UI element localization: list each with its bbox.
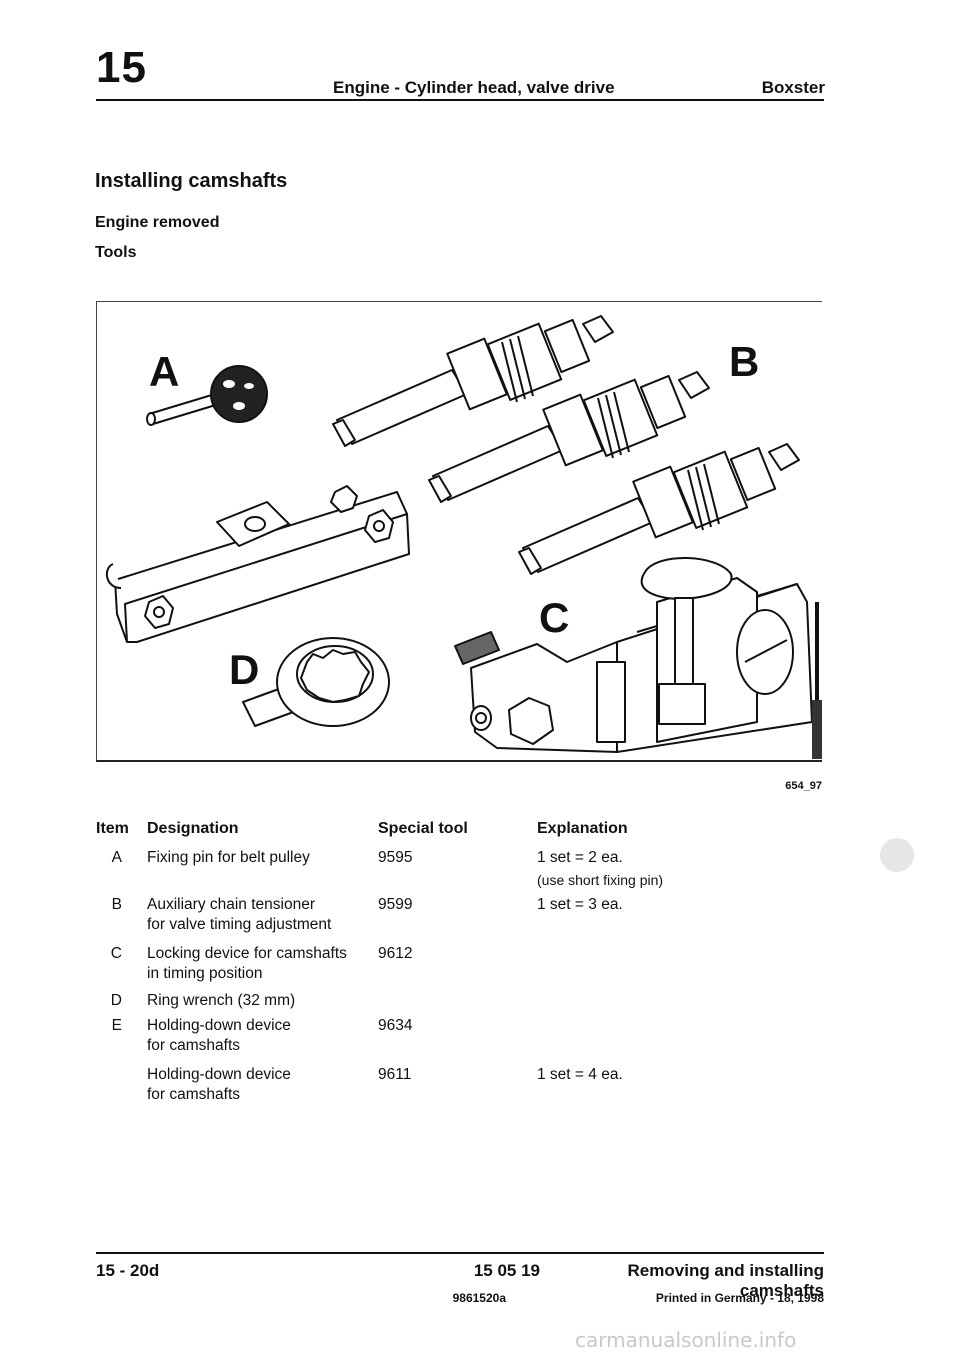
row-designation: Ring wrench (32 mm) [147,992,296,1009]
column-header-explanation: Explanation [537,820,628,837]
row-item: D [110,992,122,1009]
row-item: B [111,896,122,913]
column-header-special-tool: Special tool [378,820,468,837]
footer-rule [96,1252,824,1254]
header-model: Boxster [761,78,825,97]
page-number: 15 - 20d [96,1261,160,1280]
row-designation-line2: in timing position [147,965,263,982]
row-explanation: 1 set = 3 ea. [537,896,623,913]
tools-label: Tools [95,244,137,261]
locking-device-drawing [454,556,819,753]
row-special-tool: 9595 [378,849,413,866]
header-title: Engine - Cylinder head, valve drive [333,78,615,97]
column-header-item: Item [96,820,129,837]
figure-code: 654_97 [785,780,822,792]
row-designation-line2: for valve timing adjustment [147,916,332,933]
row-special-tool: 9599 [378,896,413,913]
chain-tensioner-drawing [332,315,800,575]
row-special-tool: 9612 [378,945,413,962]
row-designation-line2: for camshafts [147,1086,241,1103]
row-explanation: 1 set = 2 ea. [537,849,623,866]
section-title: Installing camshafts [95,170,288,192]
row-designation: Fixing pin for belt pulley [147,849,310,866]
row-special-tool: 9634 [378,1017,413,1034]
label-d: D [229,646,259,693]
label-c: C [539,594,569,641]
row-item: C [110,945,122,962]
footer-section-code: 15 05 19 [473,1261,540,1280]
row-designation: Locking device for camshafts [147,945,347,962]
watermark-text: carmanualsonline.info [575,1328,797,1352]
prerequisite-text: Engine removed [95,214,220,231]
row-designation: Holding-down device [147,1066,291,1083]
label-b: B [729,338,759,385]
row-special-tool: 9611 [378,1066,412,1083]
part-number: 9861520a [452,1291,506,1305]
holding-down-bar-drawing [105,485,410,643]
fixing-pin-drawing [146,365,268,426]
row-designation-line2: for camshafts [147,1037,241,1054]
label-a: A [149,348,179,395]
tools-illustration: A B C D [96,301,822,762]
chapter-number: 15 [96,43,147,92]
footer-section-title: Removing and installing camshafts [627,1261,824,1300]
row-designation: Auxiliary chain tensioner [147,896,316,913]
row-explanation: 1 set = 4 ea. [537,1066,623,1083]
print-info: Printed in Germany - 18, 1998 [655,1291,824,1305]
punch-hole [880,838,914,872]
row-explanation-note: (use short fixing pin) [537,872,664,888]
row-designation: Holding-down device [147,1017,291,1034]
figure-corner-marker [812,700,822,759]
tools-drawing: A B C D [105,315,819,753]
column-header-designation: Designation [147,820,239,837]
row-item: A [111,849,122,866]
row-item: E [111,1017,122,1034]
header-rule [96,99,824,101]
ring-wrench-drawing [242,637,390,727]
